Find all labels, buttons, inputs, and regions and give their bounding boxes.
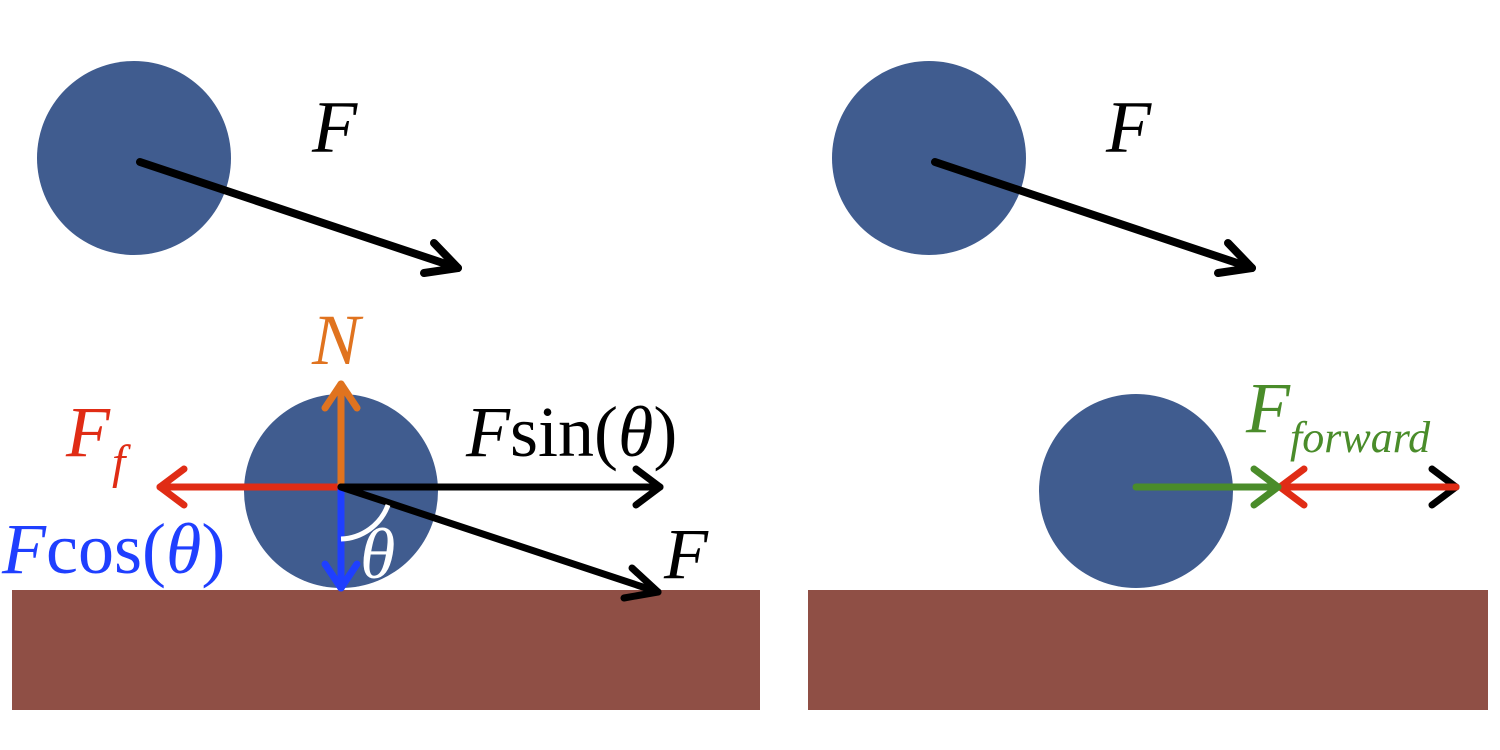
friction-label-sub: f <box>112 436 131 489</box>
top-left-ball <box>37 61 231 255</box>
sin-component-label-F: F <box>465 392 511 472</box>
sin-component-label-fn: sin( <box>510 392 618 472</box>
top-left-force-label: F <box>311 87 358 169</box>
top-right-ball <box>832 61 1026 255</box>
forward-label: F forward <box>1245 368 1431 462</box>
friction-label: F f <box>65 392 131 489</box>
sin-component-arrow <box>337 465 664 509</box>
sin-component-label-close: ) <box>653 392 677 472</box>
bottom-left-panel: N F f Fsin(θ) Fcos(θ) θ F <box>1 300 760 710</box>
cos-component-label: Fcos(θ) <box>1 509 225 589</box>
theta-label: θ <box>360 514 395 594</box>
forward-arrow <box>1132 465 1282 509</box>
sin-component-label-theta: θ <box>618 392 653 472</box>
friction-arrow <box>156 465 345 509</box>
applied-force-label: F <box>663 514 709 594</box>
top-right-force-label: F <box>1105 87 1152 169</box>
top-left-force-arrow <box>136 158 462 277</box>
theta-arc <box>340 504 391 542</box>
forward-label-main: F <box>1245 368 1291 448</box>
bottom-left-ground <box>12 590 760 710</box>
top-right-force-arrow <box>931 158 1256 277</box>
cos-component-label-F: F <box>1 509 47 589</box>
cos-component-label-close: ) <box>201 509 225 589</box>
top-right-panel: F <box>832 61 1256 277</box>
bottom-right-panel: F forward <box>808 368 1488 710</box>
cos-component-label-theta: θ <box>166 509 201 589</box>
normal-label: N <box>311 300 364 380</box>
bottom-right-ball <box>1039 394 1233 588</box>
forward-friction-arrow <box>1276 465 1460 509</box>
applied-force-arrow <box>337 483 662 602</box>
cos-component-label-fn: cos( <box>46 509 166 589</box>
friction-label-main: F <box>65 392 111 472</box>
top-left-panel: F <box>37 61 462 277</box>
forward-label-sub: forward <box>1290 413 1431 462</box>
bottom-right-ground <box>808 590 1488 710</box>
normal-arrow <box>321 380 361 491</box>
sin-component-label: Fsin(θ) <box>465 392 677 472</box>
